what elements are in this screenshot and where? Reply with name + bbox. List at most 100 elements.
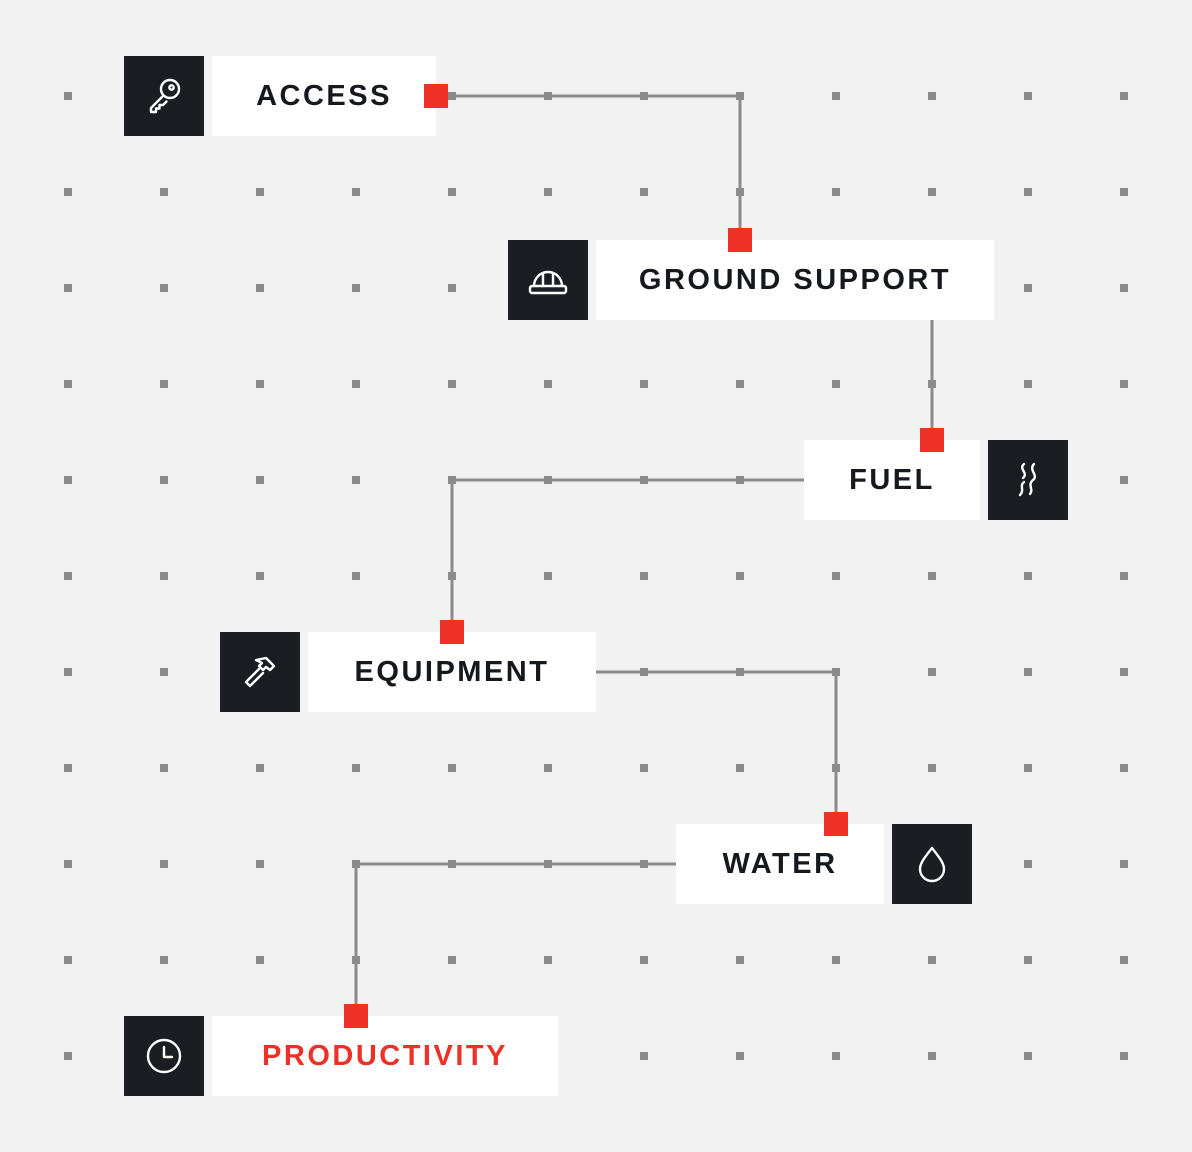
grid-dot xyxy=(928,956,936,964)
grid-dot xyxy=(448,956,456,964)
grid-dot xyxy=(928,1052,936,1060)
grid-dot xyxy=(640,572,648,580)
grid-dot xyxy=(832,572,840,580)
grid-dot xyxy=(832,956,840,964)
grid-dot xyxy=(64,1052,72,1060)
grid-dot xyxy=(64,956,72,964)
grid-dot xyxy=(1120,188,1128,196)
grid-dot xyxy=(832,380,840,388)
grid-dot xyxy=(64,188,72,196)
grid-dot xyxy=(160,860,168,868)
grid-dot xyxy=(1024,764,1032,772)
grid-dot xyxy=(448,380,456,388)
grid-dot xyxy=(1024,380,1032,388)
grid-dot xyxy=(160,764,168,772)
grid-dot xyxy=(448,764,456,772)
grid-dot xyxy=(640,380,648,388)
water-drop-icon xyxy=(918,846,946,883)
grid-dot xyxy=(64,860,72,868)
fuel-node: FUEL xyxy=(804,440,980,520)
grid-dot xyxy=(928,668,936,676)
grid-dot xyxy=(352,284,360,292)
grid-dot xyxy=(64,572,72,580)
ground-support-input-port xyxy=(728,228,752,252)
grid-dot xyxy=(1024,956,1032,964)
grid-dot xyxy=(736,764,744,772)
grid-dot xyxy=(64,764,72,772)
grid-dot xyxy=(160,668,168,676)
grid-dot xyxy=(640,1052,648,1060)
grid-dot xyxy=(256,476,264,484)
water-icon-box xyxy=(892,824,972,904)
grid-dot xyxy=(256,572,264,580)
access-output-port xyxy=(424,84,448,108)
grid-dot xyxy=(1120,764,1128,772)
equipment-input-port xyxy=(440,620,464,644)
grid-dot xyxy=(544,956,552,964)
connector-fuel-equipment xyxy=(450,478,804,632)
grid-dot xyxy=(64,476,72,484)
grid-dot xyxy=(1024,284,1032,292)
grid-dot xyxy=(736,380,744,388)
grid-dot xyxy=(640,956,648,964)
ground-support-icon-box xyxy=(508,240,588,320)
grid-dot xyxy=(928,188,936,196)
connector-access-ground-support xyxy=(436,94,742,240)
grid-dot xyxy=(1120,284,1128,292)
connector-lines xyxy=(354,94,934,1016)
grid-dot xyxy=(352,764,360,772)
grid-dot xyxy=(256,860,264,868)
productivity-node: PRODUCTIVITY xyxy=(212,1016,558,1096)
fumes-icon xyxy=(1018,462,1037,497)
grid-dot xyxy=(1024,668,1032,676)
grid-dot xyxy=(64,284,72,292)
grid-dot xyxy=(352,572,360,580)
key-icon xyxy=(149,78,181,114)
grid-dot xyxy=(64,92,72,100)
productivity-input-port xyxy=(344,1004,368,1028)
grid-dot xyxy=(256,380,264,388)
grid-dot xyxy=(448,284,456,292)
grid-dot xyxy=(1120,860,1128,868)
grid-dot xyxy=(928,764,936,772)
grid-dot xyxy=(832,1052,840,1060)
grid-dot xyxy=(256,764,264,772)
fuel-input-port xyxy=(920,428,944,452)
grid-dot xyxy=(1120,476,1128,484)
connector-water-productivity xyxy=(354,862,676,1016)
grid-dot xyxy=(1120,572,1128,580)
grid-dot xyxy=(64,380,72,388)
grid-dot xyxy=(160,476,168,484)
grid-dot xyxy=(160,572,168,580)
clock-icon xyxy=(146,1038,182,1074)
grid-dot xyxy=(256,956,264,964)
grid-dot xyxy=(1024,92,1032,100)
grid-dot xyxy=(1120,668,1128,676)
grid-dot xyxy=(928,92,936,100)
access-icon-box xyxy=(124,56,204,136)
grid-dot xyxy=(544,764,552,772)
grid-dot xyxy=(1024,1052,1032,1060)
grid-dot xyxy=(544,380,552,388)
grid-dot xyxy=(640,764,648,772)
grid-dot xyxy=(1120,1052,1128,1060)
grid-dot xyxy=(160,284,168,292)
grid-dot xyxy=(1120,380,1128,388)
grid-dot xyxy=(160,188,168,196)
grid-dot xyxy=(1120,92,1128,100)
equipment-icon-box xyxy=(220,632,300,712)
grid-dot xyxy=(1024,860,1032,868)
productivity-icon-box xyxy=(124,1016,204,1096)
grid-dot xyxy=(832,188,840,196)
hammer-icon xyxy=(244,656,276,688)
grid-dot xyxy=(544,188,552,196)
grid-dot xyxy=(352,188,360,196)
grid-dot xyxy=(736,956,744,964)
grid-dot xyxy=(736,1052,744,1060)
ground-support-node: GROUND SUPPORT xyxy=(596,240,994,320)
fuel-icon-box xyxy=(988,440,1068,520)
grid-dots xyxy=(64,92,1128,1060)
grid-dot xyxy=(640,188,648,196)
